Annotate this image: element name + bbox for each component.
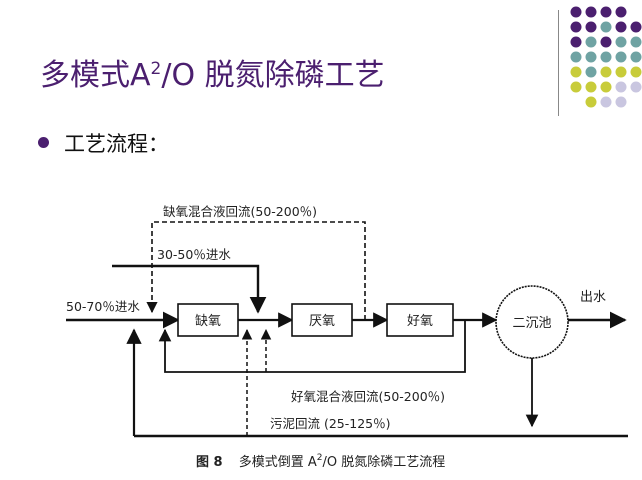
inflow-30-50-line [112,264,267,314]
dot-row-2 [570,21,642,33]
title-rest: /O 脱氮除磷工艺 [161,58,385,93]
caption-superscript: 2 [317,453,323,463]
aerobic-tank-box [386,303,454,337]
anoxic-tank-label: 缺氧 [195,314,221,329]
caption-figure-number: 图 8 [196,455,223,470]
dot-row-5 [570,66,642,78]
dot-row-7 [585,96,627,108]
anaerobic-tank-label: 厌氧 [309,314,335,329]
bullet-text: 工艺流程： [64,132,169,156]
bullet-icon [38,137,49,148]
aerobic-recycle-line [158,320,466,373]
dot-row-6 [570,81,642,93]
figure-caption: 图 8 多模式倒置 A2/O 脱氮除磷工艺流程 [196,453,445,470]
inflow-50-70-label: 50-70％进水 [66,299,140,314]
title-main: 多模式A [40,58,151,93]
anaerobic-tank-box [291,303,353,337]
decorative-vertical-line [558,10,559,116]
caption-text-before: 多模式倒置 A [239,454,317,470]
aerobic-tank-label: 好氧 [407,314,433,329]
secondary-clarifier-circle [495,285,569,359]
process-flow-diagram: 缺氧混合液回流(50-200％) 30-50％进水 50-70％进水 缺氧 厌氧… [66,204,628,470]
dot-row-4 [570,51,642,63]
anoxic-recycle-label: 缺氧混合液回流(50-200％) [163,204,317,219]
dot-row-1 [570,6,627,18]
decorative-dot-grid [570,6,642,108]
secondary-clarifier-label: 二沉池 [512,316,551,331]
caption-text-after: /O 脱氮除磷工艺流程 [322,455,445,470]
title-superscript: 2 [150,59,162,79]
dot-row-3 [570,36,642,48]
sludge-return-label: 污泥回流 (25-125％) [270,416,391,431]
outflow-label: 出水 [580,290,606,305]
inflow-30-50-label: 30-50％进水 [157,247,231,262]
aerobic-recycle-label: 好氧混合液回流(50-200％) [291,389,445,404]
slide-title: 多模式A2/O 脱氮除磷工艺 [40,50,385,94]
